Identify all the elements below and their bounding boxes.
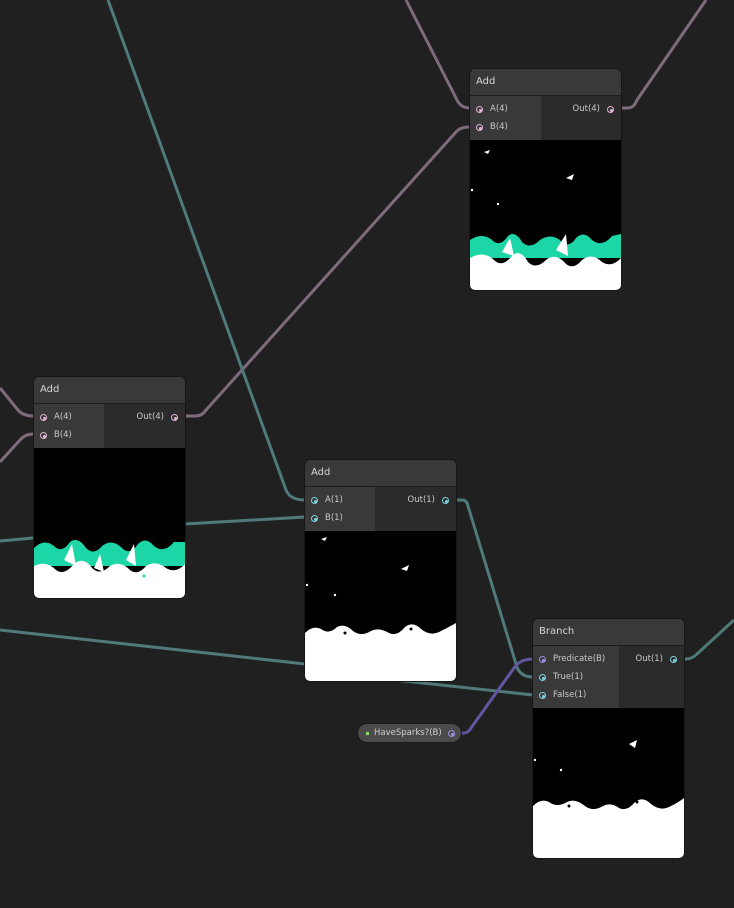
input-ports: A(1) B(1) xyxy=(305,487,375,531)
input-port-false[interactable]: False(1) xyxy=(533,686,619,704)
port-connector-icon[interactable] xyxy=(171,413,178,421)
output-ports: Out(4) xyxy=(104,404,185,448)
port-connector-icon[interactable] xyxy=(476,105,483,113)
wire-offscreen-to-add-left-a[interactable] xyxy=(0,387,35,418)
output-port-out[interactable]: Out(4) xyxy=(104,408,185,426)
wire-add-left-out-to-add-top-b[interactable] xyxy=(180,125,471,418)
port-connector-icon[interactable] xyxy=(539,655,546,663)
wire-offscreen-to-add-middle-a[interactable] xyxy=(106,0,306,502)
output-ports: Out(1) xyxy=(619,646,684,708)
wire-offscreen-to-branch-false[interactable] xyxy=(0,628,534,697)
port-connector-icon[interactable] xyxy=(40,413,47,421)
port-label: B(4) xyxy=(54,430,72,440)
output-port-out[interactable]: Out(4) xyxy=(541,100,621,118)
input-port-b[interactable]: B(4) xyxy=(470,118,541,136)
port-connector-icon[interactable] xyxy=(539,691,546,699)
input-ports: Predicate(B) True(1) False(1) xyxy=(533,646,619,708)
output-port-out[interactable]: Out(1) xyxy=(375,491,456,509)
input-port-a[interactable]: A(1) xyxy=(305,491,375,509)
port-label: Out(1) xyxy=(635,654,663,664)
port-label: False(1) xyxy=(553,690,587,700)
port-label: A(4) xyxy=(54,412,72,422)
input-port-predicate[interactable]: Predicate(B) xyxy=(533,650,619,668)
port-connector-icon[interactable] xyxy=(40,431,47,439)
branch-node[interactable]: Branch Predicate(B) True(1) False(1) Out… xyxy=(533,619,684,858)
node-title[interactable]: Add xyxy=(34,377,185,404)
port-connector-icon[interactable] xyxy=(447,729,455,737)
port-label: Predicate(B) xyxy=(553,654,606,664)
port-label: True(1) xyxy=(553,672,584,682)
port-label: B(4) xyxy=(490,122,508,132)
port-connector-icon[interactable] xyxy=(607,105,614,113)
wire-offscreen-to-add-left-b[interactable] xyxy=(0,432,35,464)
input-port-a[interactable]: A(4) xyxy=(470,100,541,118)
property-node-havesparks[interactable]: HaveSparks?(B) xyxy=(358,724,461,742)
wire-offscreen-to-add-top-a[interactable] xyxy=(404,0,471,110)
port-connector-icon[interactable] xyxy=(476,123,483,131)
port-label: Out(4) xyxy=(136,412,164,422)
input-ports: A(4) B(4) xyxy=(34,404,104,448)
node-title[interactable]: Branch xyxy=(533,619,684,646)
output-ports: Out(4) xyxy=(541,96,621,140)
input-ports: A(4) B(4) xyxy=(470,96,541,140)
input-port-b[interactable]: B(4) xyxy=(34,426,104,444)
property-label: HaveSparks?(B) xyxy=(374,728,442,738)
output-port-out[interactable]: Out(1) xyxy=(619,650,684,668)
node-preview xyxy=(533,708,684,858)
exposed-property-marker-icon xyxy=(366,731,369,735)
input-port-a[interactable]: A(4) xyxy=(34,408,104,426)
add-node-middle[interactable]: Add A(1) B(1) Out(1) xyxy=(305,460,456,681)
port-connector-icon[interactable] xyxy=(311,496,318,504)
node-preview xyxy=(305,531,456,681)
node-title[interactable]: Add xyxy=(305,460,456,487)
wire-add-middle-out-to-branch-true[interactable] xyxy=(450,498,534,679)
port-label: A(1) xyxy=(325,495,343,505)
output-ports: Out(1) xyxy=(375,487,456,531)
node-preview xyxy=(470,140,621,290)
port-connector-icon[interactable] xyxy=(311,514,318,522)
port-label: B(1) xyxy=(325,513,343,523)
wire-property-to-branch-predicate[interactable] xyxy=(455,657,534,735)
port-connector-icon[interactable] xyxy=(539,673,546,681)
input-port-true[interactable]: True(1) xyxy=(533,668,619,686)
wire-add-top-out-to-offscreen[interactable] xyxy=(616,0,708,110)
port-connector-icon[interactable] xyxy=(442,496,449,504)
port-label: A(4) xyxy=(490,104,508,114)
add-node-left[interactable]: Add A(4) B(4) Out(4) xyxy=(34,377,185,598)
add-node-top[interactable]: Add A(4) B(4) Out(4) xyxy=(470,69,621,290)
input-port-b[interactable]: B(1) xyxy=(305,509,375,527)
port-connector-icon[interactable] xyxy=(670,655,677,663)
node-preview xyxy=(34,448,185,598)
node-title[interactable]: Add xyxy=(470,69,621,96)
port-label: Out(4) xyxy=(572,104,600,114)
port-label: Out(1) xyxy=(407,495,435,505)
wire-branch-out-to-offscreen[interactable] xyxy=(678,618,734,661)
